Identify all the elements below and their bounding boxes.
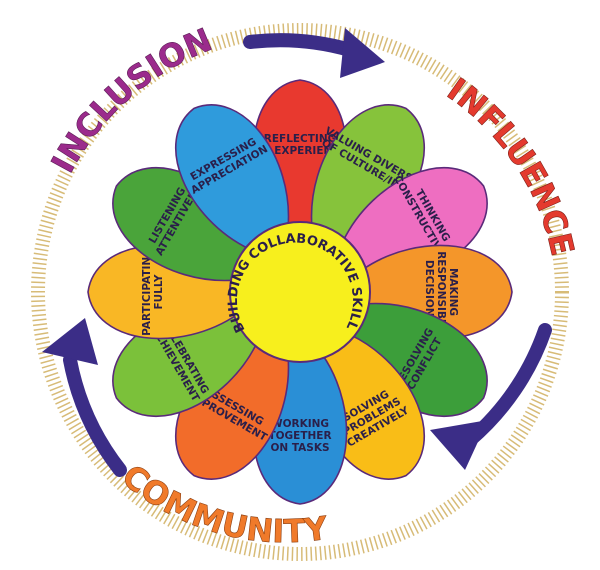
petal-label-line: RESPONSIBLE	[435, 251, 447, 333]
petal-label-line: FULLY	[153, 274, 165, 309]
petal-label-line: WORKING	[271, 418, 329, 430]
left-arrow-band	[63, 353, 127, 477]
center-disc	[229, 221, 371, 363]
petal-label-line: MAKING	[447, 268, 459, 316]
petal-label-line: REFLECTING	[264, 133, 336, 145]
top-arrow-head	[340, 28, 385, 78]
petal: EXPRESSINGAPPRECIATION	[175, 104, 290, 251]
petal-label-line: ON EXPERIENCE	[253, 145, 347, 157]
petal-label-line: DECISIONS	[423, 260, 435, 324]
petal-label: MAKINGRESPONSIBLEDECISIONS	[423, 251, 459, 333]
petal-label-line: TOGETHER	[268, 430, 331, 442]
petal-label: PARTICIPATINGFULLY	[141, 248, 165, 336]
petal-shape	[175, 104, 290, 251]
outer-dotted-ring	[31, 23, 569, 561]
top-arrow-band	[243, 33, 357, 57]
petal-label-line: ON TASKS	[270, 442, 329, 454]
left-arrow-head	[42, 318, 98, 365]
cycle-arrows	[42, 28, 552, 477]
right-arrow-head	[430, 420, 488, 470]
petal-label-line: PARTICIPATING	[141, 248, 153, 336]
